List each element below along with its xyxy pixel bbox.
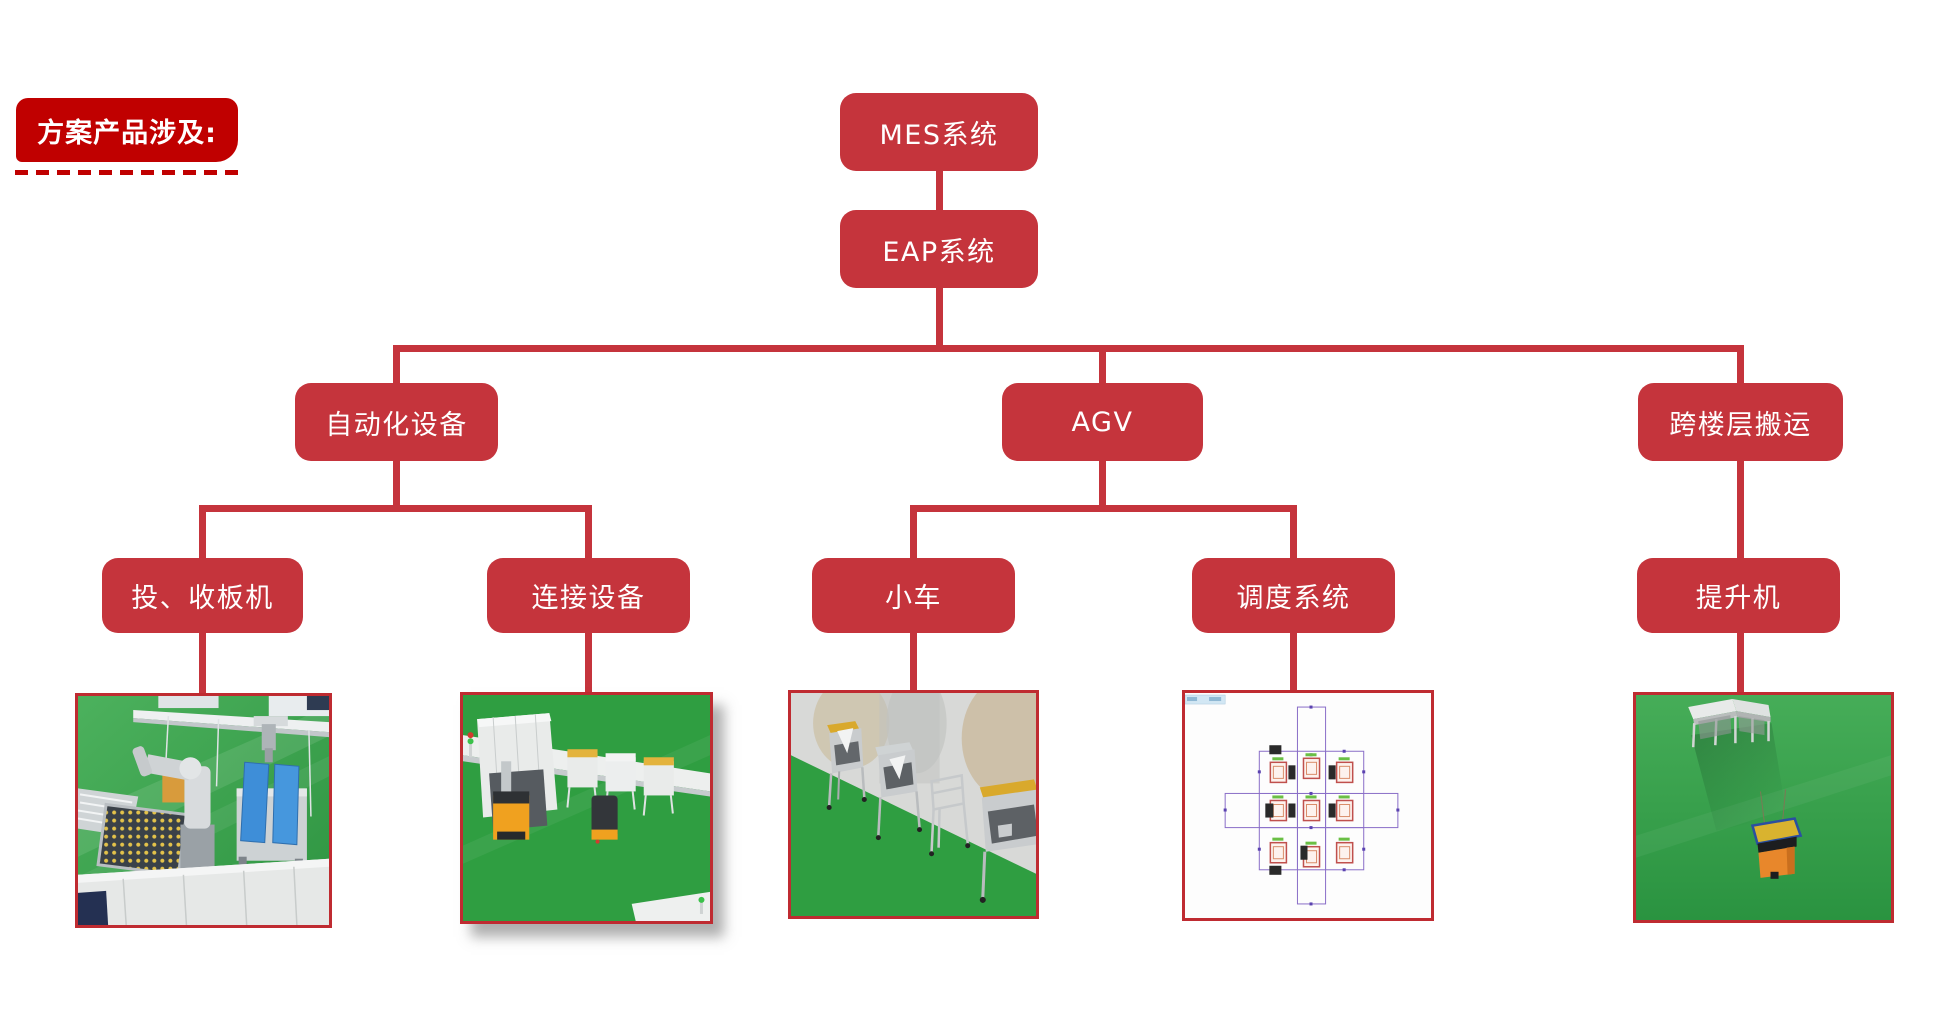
node-cart-label: 小车 xyxy=(885,583,942,614)
thumb-dispatch-system xyxy=(1182,690,1434,921)
node-connection-label: 连接设备 xyxy=(531,583,646,614)
connector-drop-agv xyxy=(1099,345,1106,384)
node-cross-floor: 跨楼层搬运 xyxy=(1638,383,1843,461)
node-connection: 连接设备 xyxy=(487,558,690,633)
node-eap-label: EAP系统 xyxy=(882,236,996,268)
connector-agv-to-subline xyxy=(1099,461,1106,506)
node-cross-floor-label: 跨楼层搬运 xyxy=(1669,409,1812,441)
connector-cart-to-image xyxy=(910,632,917,691)
board-loader-illustration xyxy=(78,696,329,925)
connector-drop-cart xyxy=(910,505,917,559)
connector-eap-to-branch-line xyxy=(936,288,943,346)
node-mes-label: MES系统 xyxy=(879,119,999,151)
node-dispatch-label: 调度系统 xyxy=(1236,583,1351,614)
thumb-agv-cart xyxy=(788,690,1039,919)
agv-cart-illustration xyxy=(791,693,1036,916)
connector-loader-to-image xyxy=(199,632,206,694)
connector-lifter-to-image xyxy=(1737,632,1744,693)
lifter-illustration xyxy=(1636,695,1891,920)
node-agv-label: AGV xyxy=(1071,406,1134,438)
header-dashed-underline xyxy=(15,170,241,175)
connector-automation-to-subline xyxy=(393,461,400,506)
node-lifter: 提升机 xyxy=(1637,558,1840,633)
connector-drop-dispatch xyxy=(1290,505,1297,559)
connector-mes-to-eap xyxy=(936,171,943,211)
thumb-connection-equipment xyxy=(460,692,713,924)
node-lifter-label: 提升机 xyxy=(1695,583,1782,614)
node-cart: 小车 xyxy=(812,558,1015,633)
node-loader-label: 投、收板机 xyxy=(131,583,274,614)
connector-drop-cross-floor xyxy=(1737,345,1744,384)
subline-automation xyxy=(199,505,592,512)
header-label-text: 方案产品涉及: xyxy=(37,117,217,149)
node-loader: 投、收板机 xyxy=(102,558,303,633)
thumb-lifter xyxy=(1633,692,1894,923)
header-label: 方案产品涉及: xyxy=(16,98,238,162)
node-eap: EAP系统 xyxy=(840,210,1038,288)
connection-equipment-illustration xyxy=(463,695,710,921)
branch-line xyxy=(393,345,1744,352)
dispatch-system-illustration xyxy=(1185,693,1431,918)
connector-dispatch-to-image xyxy=(1290,632,1297,691)
node-mes: MES系统 xyxy=(840,93,1038,171)
connector-connection-to-image xyxy=(585,632,592,693)
connector-drop-automation xyxy=(393,345,400,384)
connector-drop-connection xyxy=(585,505,592,559)
subline-agv xyxy=(910,505,1297,512)
connector-cross-floor-to-lifter xyxy=(1737,461,1744,559)
node-agv: AGV xyxy=(1002,383,1203,461)
node-automation: 自动化设备 xyxy=(295,383,498,461)
thumb-board-loader xyxy=(75,693,332,928)
node-automation-label: 自动化设备 xyxy=(325,409,468,441)
node-dispatch: 调度系统 xyxy=(1192,558,1395,633)
connector-drop-loader xyxy=(199,505,206,559)
